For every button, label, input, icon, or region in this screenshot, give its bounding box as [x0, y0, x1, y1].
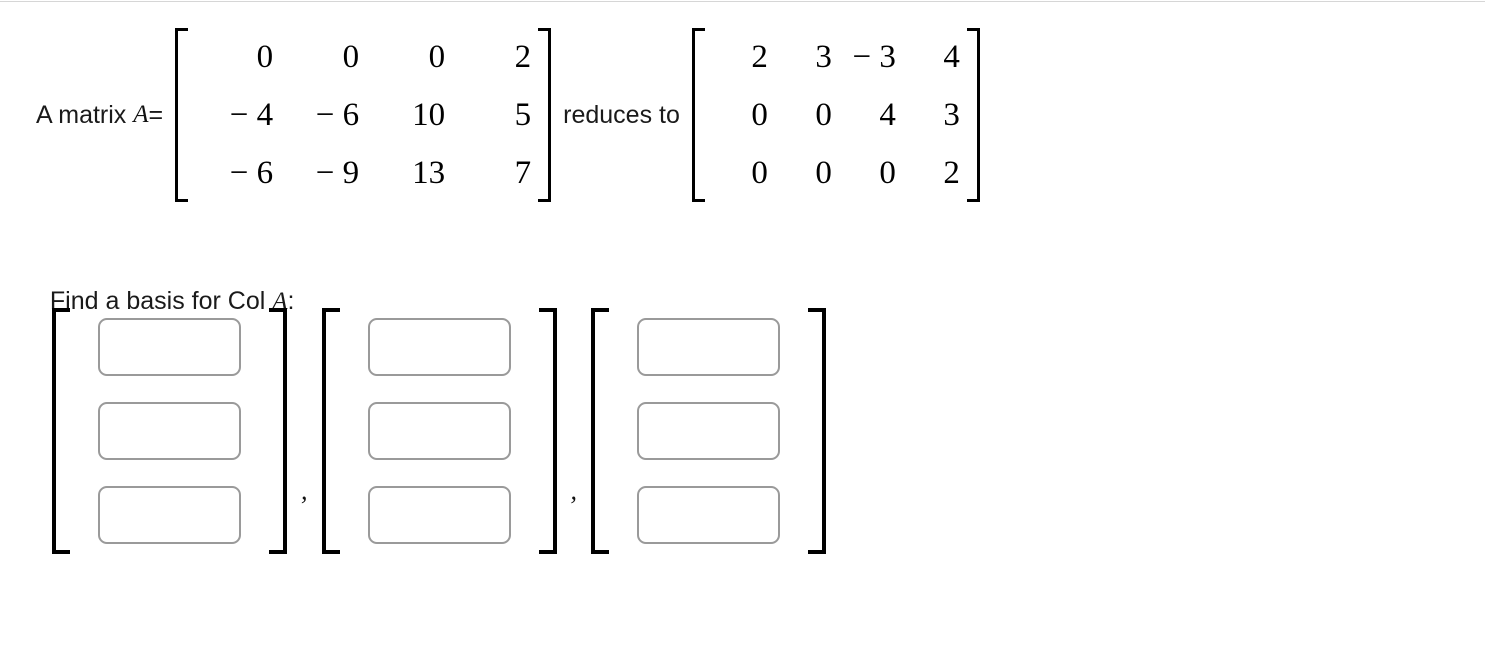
- vector-separator-2: ,: [570, 476, 578, 505]
- matrix-a-cell: 0: [256, 39, 274, 75]
- vector-1-entry-2[interactable]: [98, 402, 241, 460]
- vector-2-entry-2[interactable]: [367, 402, 511, 460]
- matrix-a-cell: 0: [428, 39, 446, 75]
- vector-3-entry-1[interactable]: [637, 318, 780, 376]
- question-suffix: :: [287, 287, 295, 315]
- matrix-a-right-bracket: [535, 28, 552, 202]
- matrix-reduced-cell: 0: [751, 155, 768, 191]
- matrix-reduced-cell: 3: [943, 97, 960, 133]
- vector-2-entry-1[interactable]: [367, 318, 511, 376]
- question-prompt: Find a basis for Col A:: [36, 258, 295, 316]
- matrix-reduced-cell: 2: [751, 39, 768, 75]
- vector-3-entry-2[interactable]: [637, 402, 780, 460]
- matrix-a-cell: 7: [514, 155, 532, 191]
- vector-3-fields: [613, 308, 804, 554]
- matrix-reduced-cell: 2: [943, 155, 960, 191]
- problem-statement: A matrix A = 0 0 0 2 − 4 − 6 10 5 − 6 − …: [36, 28, 992, 202]
- matrix-a: 0 0 0 2 − 4 − 6 10 5 − 6 − 9 13 7: [175, 28, 552, 202]
- basis-vector-2: [321, 308, 557, 554]
- matrix-a-cell: 13: [412, 155, 446, 191]
- matrix-a-cell: − 6: [229, 155, 274, 191]
- matrix-reduced: 2 3 − 3 4 0 0 4 3 0 0 0 2: [691, 28, 980, 202]
- matrix-a-cell: 0: [342, 39, 360, 75]
- matrix-reduced-cell: 4: [879, 97, 896, 133]
- vector-2-entry-3[interactable]: [367, 486, 511, 544]
- matrix-a-grid: 0 0 0 2 − 4 − 6 10 5 − 6 − 9 13 7: [191, 28, 535, 202]
- vector-separator-1: ,: [301, 476, 308, 505]
- equals-sign: =: [148, 100, 164, 129]
- answer-basis-row: , ,: [52, 308, 826, 554]
- vector-1-left-bracket: [52, 308, 74, 554]
- matrix-a-cell: − 6: [315, 97, 360, 133]
- vector-1-fields: [74, 308, 265, 554]
- matrix-a-left-bracket: [175, 28, 191, 202]
- top-divider: [0, 1, 1485, 2]
- matrix-label-a: A: [133, 101, 149, 128]
- matrix-reduced-cell: 4: [943, 39, 960, 75]
- matrix-reduced-right-bracket: [964, 28, 980, 202]
- vector-3-left-bracket: [591, 308, 613, 554]
- basis-vector-3: [591, 308, 826, 554]
- question-prefix: Find a basis for Col: [49, 287, 273, 315]
- matrix-reduced-cell: − 3: [852, 39, 896, 75]
- vector-2-fields: [344, 308, 535, 554]
- matrix-reduced-cell: 0: [879, 155, 896, 191]
- matrix-a-cell: − 4: [229, 97, 274, 133]
- vector-1-right-bracket: [265, 308, 287, 554]
- vector-2-left-bracket: [321, 308, 344, 554]
- matrix-reduced-cell: 0: [815, 97, 832, 133]
- matrix-a-cell: 5: [514, 97, 532, 133]
- matrix-reduced-cell: 3: [815, 39, 832, 75]
- statement-lead-text: A matrix: [36, 100, 134, 129]
- vector-1-entry-3[interactable]: [98, 486, 241, 544]
- matrix-reduced-cell: 0: [751, 97, 768, 133]
- vector-3-entry-3[interactable]: [637, 486, 780, 544]
- vector-2-right-bracket: [535, 308, 557, 554]
- basis-vector-1: [52, 308, 287, 554]
- vector-1-entry-1[interactable]: [98, 318, 241, 376]
- matrix-a-cell: 10: [412, 97, 446, 133]
- vector-3-right-bracket: [804, 308, 826, 554]
- matrix-a-cell: 2: [514, 39, 532, 75]
- matrix-reduced-grid: 2 3 − 3 4 0 0 4 3 0 0 0 2: [708, 28, 964, 202]
- reduces-to-label: reduces to: [563, 100, 680, 129]
- matrix-reduced-cell: 0: [815, 155, 832, 191]
- matrix-a-cell: − 9: [315, 155, 360, 191]
- matrix-reduced-left-bracket: [691, 28, 708, 202]
